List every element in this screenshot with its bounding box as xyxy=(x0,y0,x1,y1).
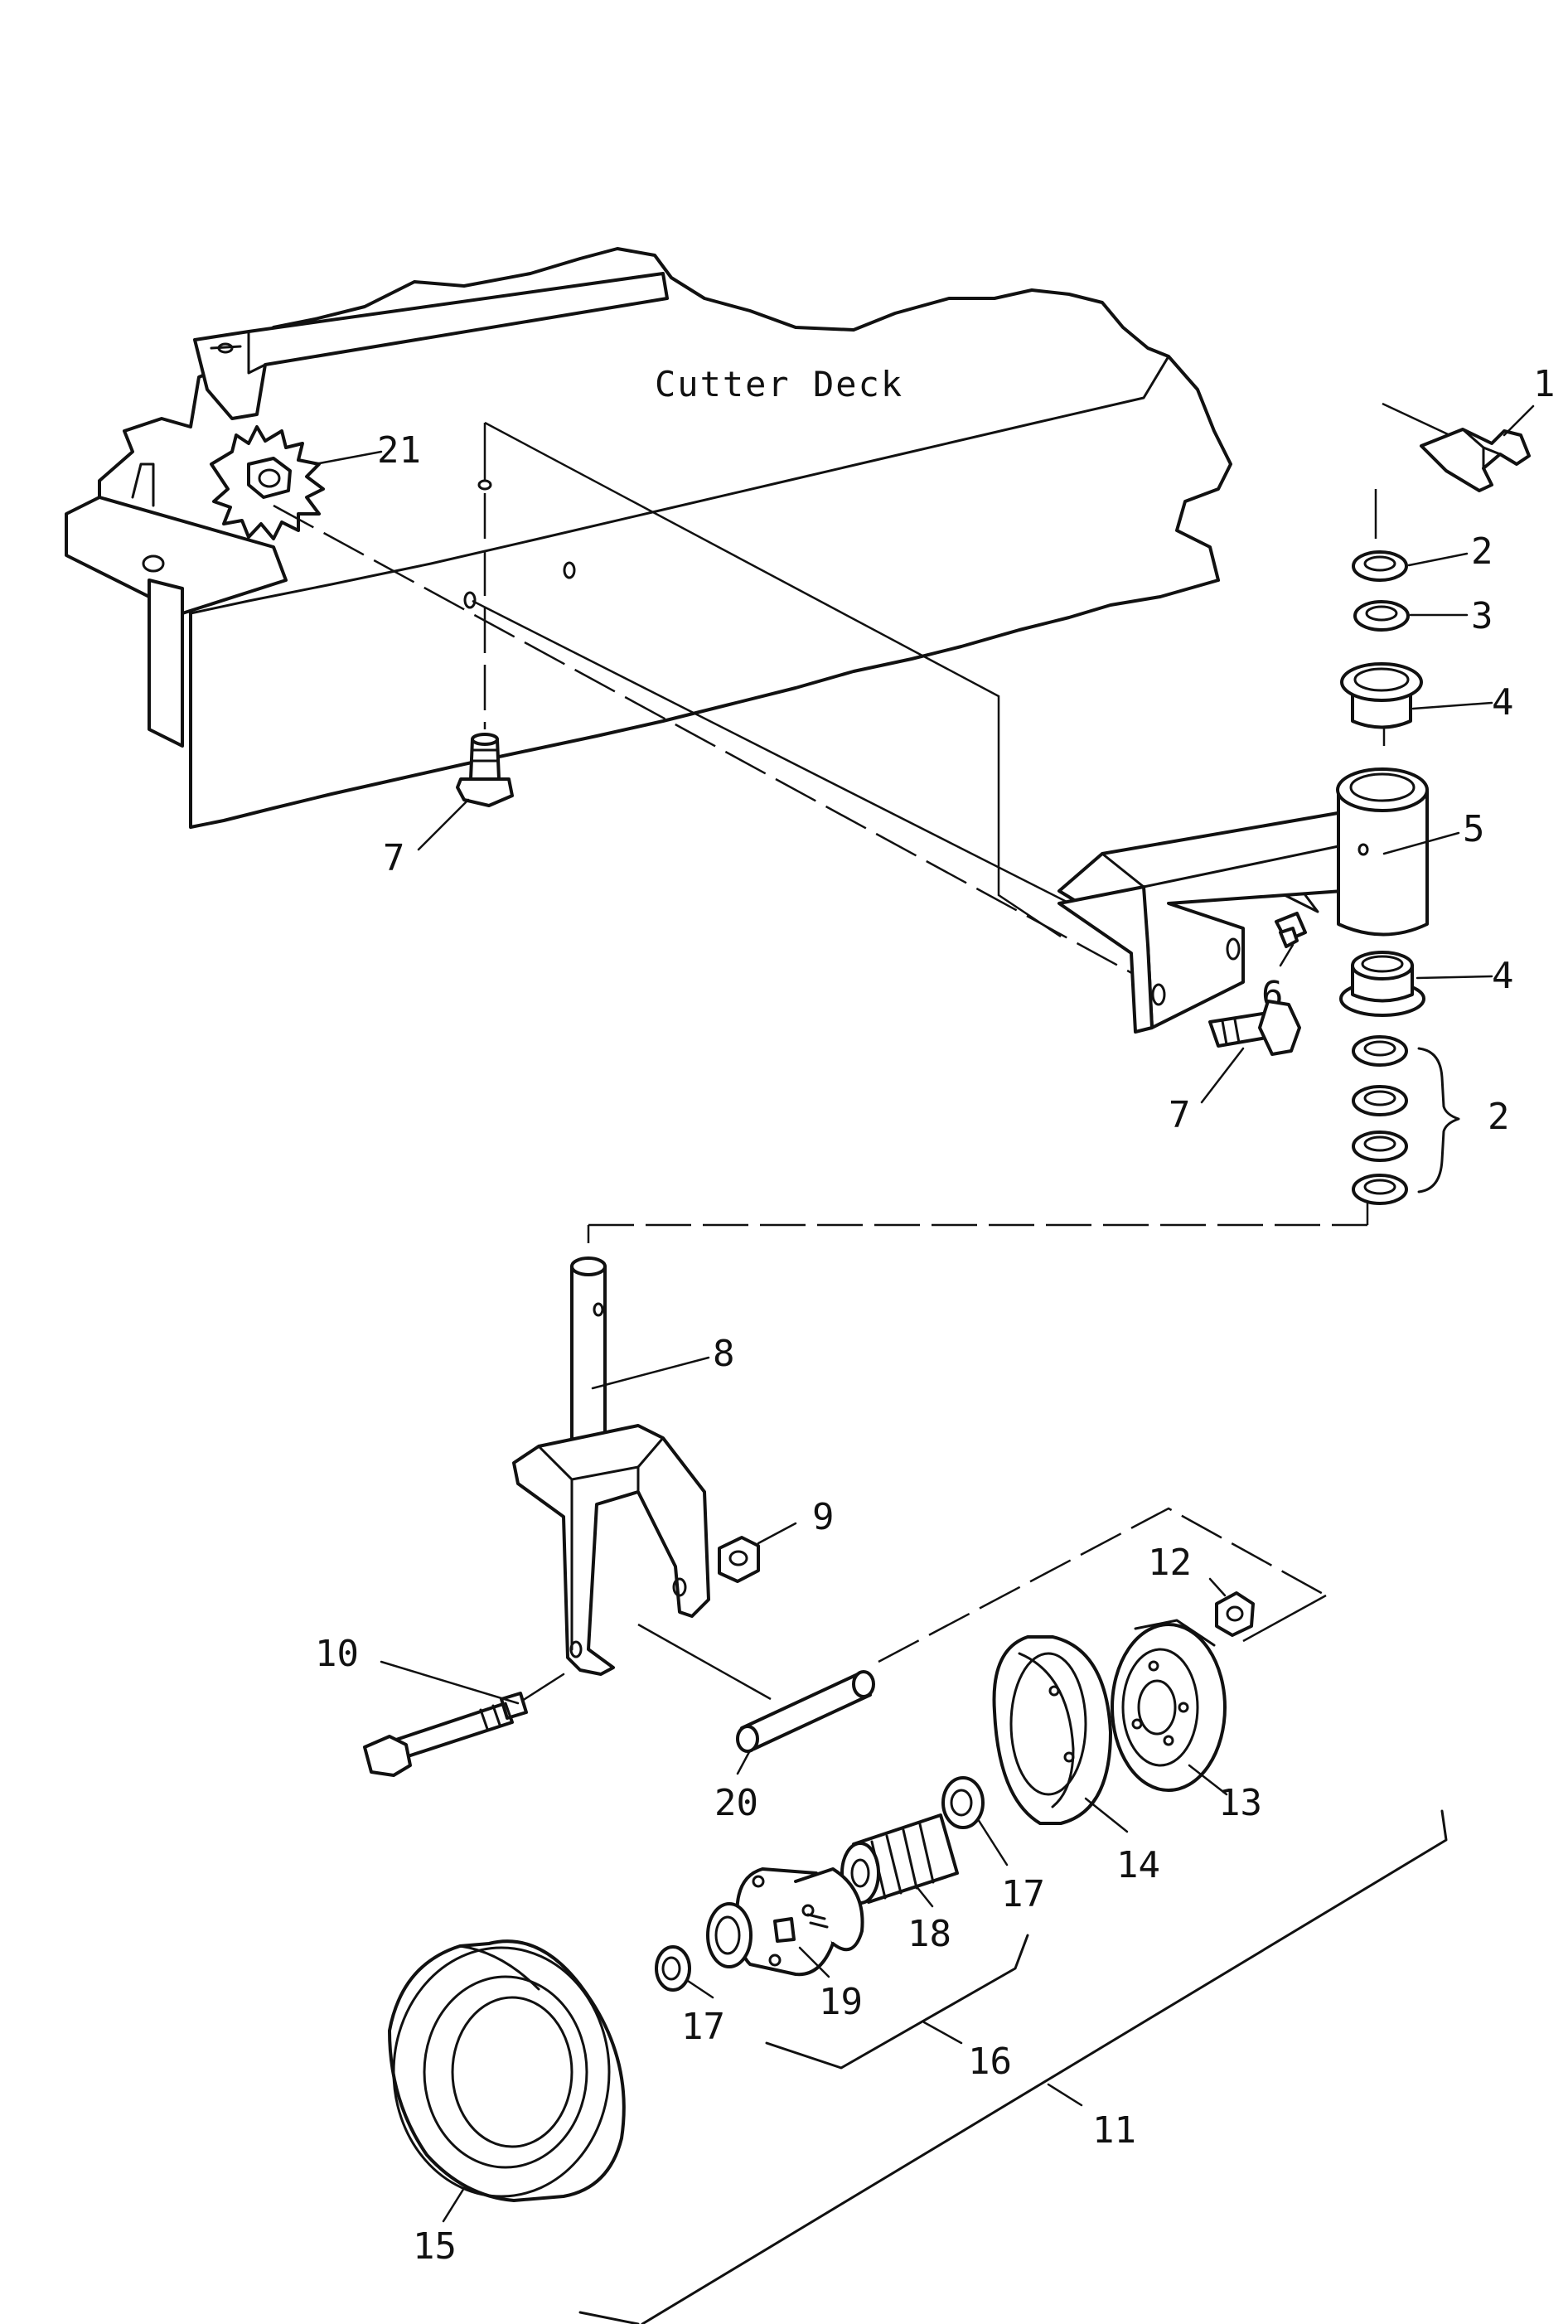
callout-5: 5 xyxy=(1463,808,1485,850)
leader-17b xyxy=(686,1979,714,1999)
leader-12 xyxy=(1208,1577,1227,1597)
part-17-bearing-lower xyxy=(655,1945,691,1992)
part-7-bolt-horizontal xyxy=(1208,1000,1301,1056)
part-14-wheel-half xyxy=(992,1635,1112,1825)
part-1-clip xyxy=(1420,428,1531,492)
bracket-16 xyxy=(765,1934,1029,2070)
callout-13: 13 xyxy=(1218,1782,1262,1824)
callout-8: 8 xyxy=(713,1333,735,1375)
leader-4a xyxy=(1411,701,1493,710)
leader-21 xyxy=(313,450,383,466)
callout-16: 16 xyxy=(968,2041,1012,2083)
leader-11 xyxy=(1047,2083,1083,2107)
part-5-pivot-bracket xyxy=(1057,767,1429,1034)
leader-4b xyxy=(1416,975,1493,980)
cutter-deck-label: Cutter Deck xyxy=(655,364,903,404)
brace-2 xyxy=(1417,1047,1460,1193)
part-8-caster-fork xyxy=(512,1256,710,1676)
part-21-lock-nut xyxy=(210,425,325,540)
cutter-deck xyxy=(65,247,1232,829)
leader-16 xyxy=(922,2021,963,2045)
part-17-bearing-upper xyxy=(941,1776,985,1829)
leader-8 xyxy=(591,1356,710,1390)
callout-12: 12 xyxy=(1148,1542,1192,1584)
callout-7b: 7 xyxy=(1169,1094,1191,1136)
leader-7b xyxy=(1200,1047,1245,1104)
callout-4a: 4 xyxy=(1492,681,1514,724)
callout-2: 2 xyxy=(1471,530,1493,573)
callout-15: 15 xyxy=(413,2225,457,2268)
callout-21: 21 xyxy=(377,429,421,472)
part-9-nut xyxy=(718,1536,760,1583)
callout-18: 18 xyxy=(907,1913,951,1955)
leader-10 xyxy=(380,1660,520,1705)
callout-19: 19 xyxy=(819,1981,863,2023)
leader-15 xyxy=(442,2186,466,2223)
leader-19 xyxy=(798,1946,830,1978)
callout-17a: 17 xyxy=(1001,1873,1045,1915)
callout-4b: 4 xyxy=(1492,955,1514,997)
callout-9: 9 xyxy=(812,1496,835,1538)
callout-14: 14 xyxy=(1116,1844,1160,1886)
part-6-grease-fitting xyxy=(1275,893,1319,948)
callout-3: 3 xyxy=(1471,595,1493,637)
bracket-11 xyxy=(578,1809,1448,2324)
part-4-bushing-bottom xyxy=(1339,951,1425,1017)
part-3-washer xyxy=(1353,600,1410,632)
leader-13 xyxy=(1188,1764,1228,1796)
part-15-tire xyxy=(388,1939,626,2202)
leader-20 xyxy=(736,1749,752,1775)
leader-7a xyxy=(417,798,470,851)
part-4-bushing-top xyxy=(1340,662,1423,729)
part-19-hub xyxy=(706,1867,864,1977)
leader-18 xyxy=(914,1884,934,1908)
part-10-bolt xyxy=(363,1692,528,1777)
part-13-wheel-half xyxy=(1111,1619,1227,1792)
part-2-washer-stack xyxy=(1352,1035,1408,1205)
part-2-washer-top xyxy=(1352,550,1408,582)
part-12-nut xyxy=(1215,1591,1255,1637)
callout-7a: 7 xyxy=(383,837,405,879)
leader-10b xyxy=(520,1673,565,1702)
callout-11: 11 xyxy=(1092,2109,1136,2152)
callout-1: 1 xyxy=(1533,363,1556,405)
leader-6 xyxy=(1279,943,1295,967)
leader-9 xyxy=(757,1522,797,1545)
leader-14 xyxy=(1084,1797,1129,1833)
callout-17b: 17 xyxy=(681,2006,725,2048)
leader-1 xyxy=(1503,404,1535,437)
callout-2b: 2 xyxy=(1488,1096,1510,1138)
callout-20: 20 xyxy=(714,1782,758,1824)
part-7-bolt-vertical xyxy=(456,733,514,807)
part-18-roller-bearing xyxy=(840,1813,959,1905)
leader-17a xyxy=(976,1818,1009,1866)
part-20-spacer xyxy=(736,1670,875,1753)
callout-10: 10 xyxy=(315,1633,359,1675)
leader-5 xyxy=(1382,831,1460,855)
leader-2 xyxy=(1407,552,1469,567)
